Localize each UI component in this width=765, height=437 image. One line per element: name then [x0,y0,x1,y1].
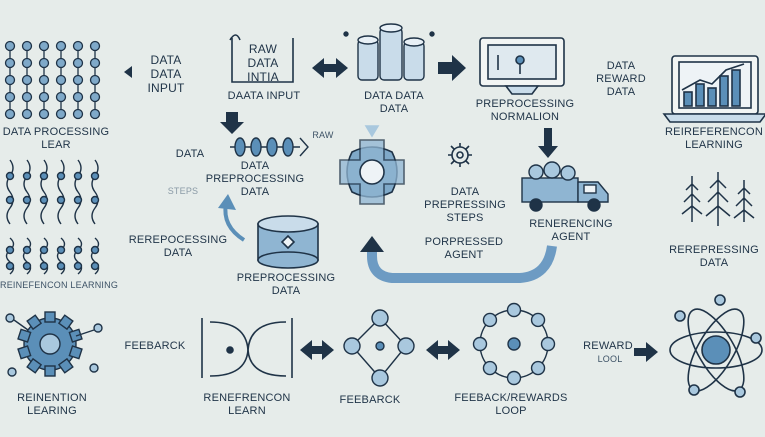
atom-icon [669,294,763,398]
feedback-loop-arrow [360,236,557,283]
label-data: DATA [175,148,205,160]
raw-data-note-icon [229,34,294,83]
label-raw: RAW [312,130,334,140]
tree-icon [681,172,755,226]
gear-icon [448,143,472,167]
data-drum-icon [257,215,319,269]
label-reward: REWARD [583,340,633,352]
double-arrow [312,58,348,78]
truck-icon [521,161,609,212]
label-feebarck-bottom: FEEBARCK [339,394,401,406]
gear-icon [5,311,103,377]
right-arrow [438,55,466,81]
curved-arrow [220,112,244,134]
strand-icon [230,137,309,157]
data-cylinders-icon [343,23,435,81]
label-reinefencon-learning: REINEFENCON LEARNING [0,280,119,290]
right-arrow [634,342,658,362]
down-arrow [538,128,558,158]
double-arrow [300,340,460,360]
sigmoid-icon [201,318,293,378]
node-ring-icon [472,302,556,386]
label-daata-input: DAATA INPUT [227,90,301,102]
label-steps: STEPS [167,186,199,196]
right-arrow [124,66,132,78]
wave-nodes-icon [5,159,100,275]
curved-arrow [218,194,246,242]
node-cluster-icon [343,309,415,387]
monitor-icon [479,37,565,95]
label-lool: LOOL [597,354,623,364]
node-grid-icon [4,40,101,120]
cross-node-icon [339,125,405,205]
label-feebarck: FEEBARCK [124,340,186,352]
rising-chart-icon [662,55,765,123]
